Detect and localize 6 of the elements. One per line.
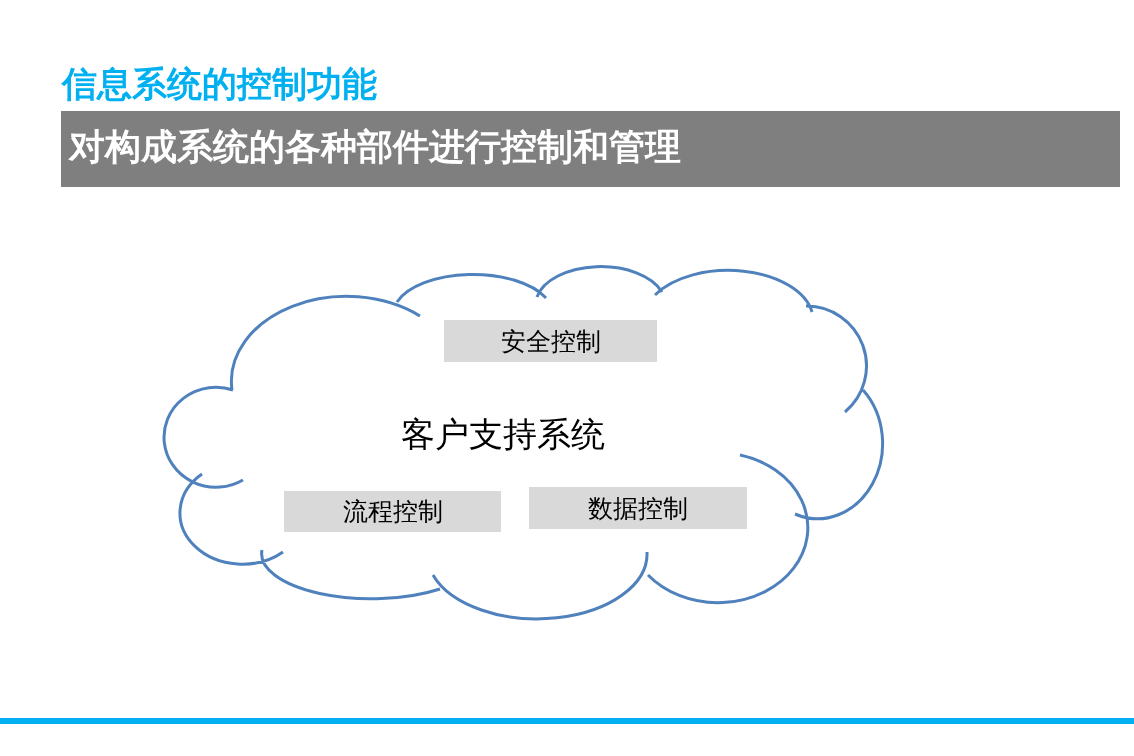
- label-box: 安全控制: [444, 320, 657, 362]
- label-box: 数据控制: [529, 487, 747, 529]
- label-box: 流程控制: [284, 491, 501, 532]
- cloud-label: 客户支持系统: [401, 414, 605, 454]
- heading-banner: 对构成系统的各种部件进行控制和管理: [61, 111, 1120, 187]
- slide-title: 信息系统的控制功能: [62, 63, 377, 106]
